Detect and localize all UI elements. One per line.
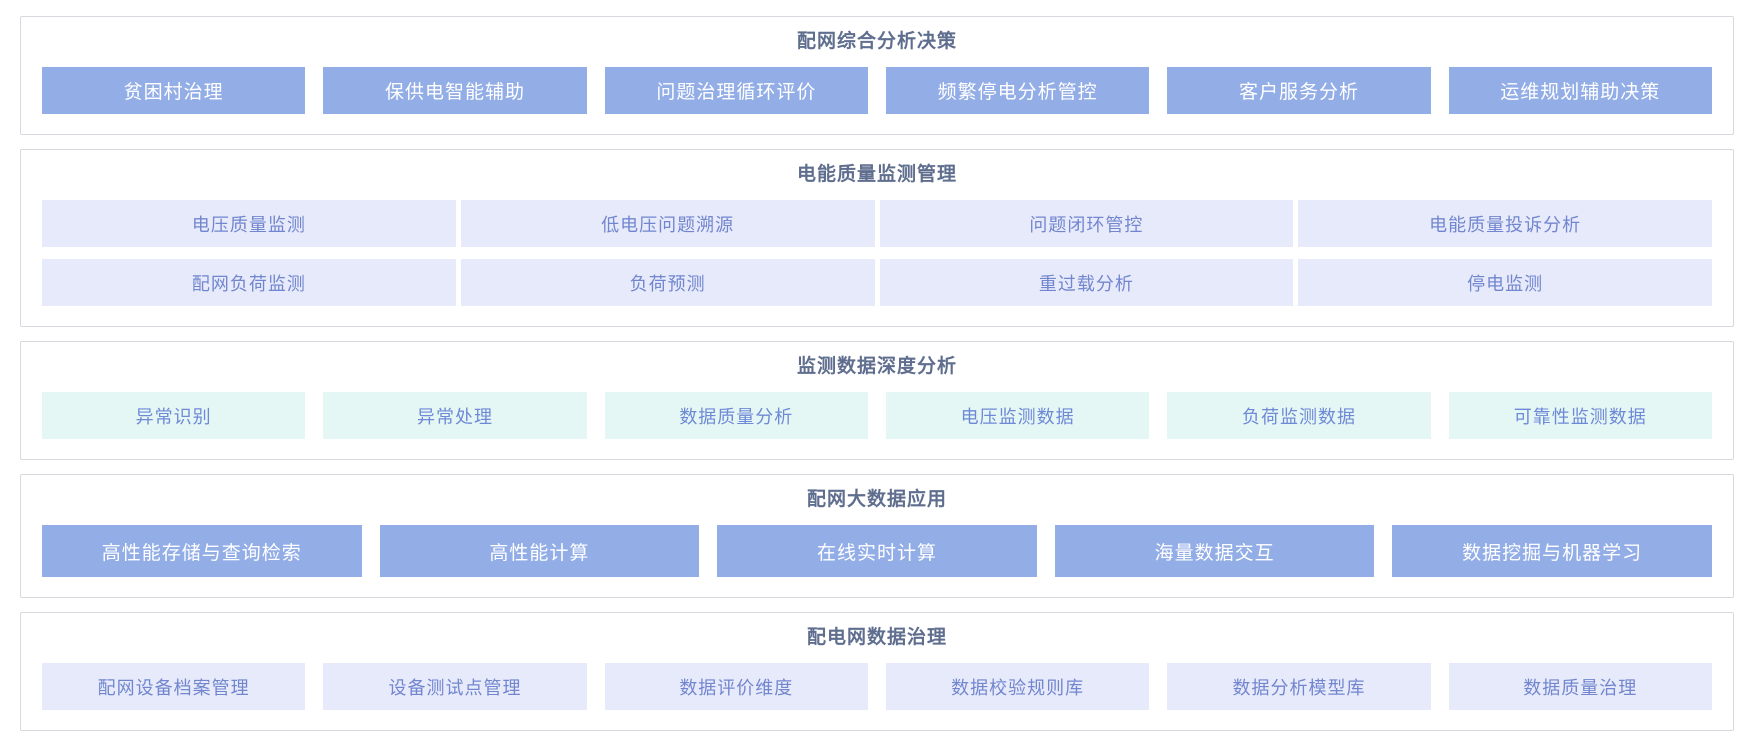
capability-matrix: 配网综合分析决策贫困村治理保供电智能辅助问题治理循环评价频繁停电分析管控客户服务…: [20, 16, 1734, 731]
tile-button[interactable]: 数据分析模型库: [1167, 663, 1431, 710]
button-row: 贫困村治理保供电智能辅助问题治理循环评价频繁停电分析管控客户服务分析运维规划辅助…: [42, 67, 1712, 114]
section-title-power-quality: 电能质量监测管理: [796, 164, 957, 185]
section-title-monitor-analysis: 监测数据深度分析: [796, 356, 957, 377]
tile-button[interactable]: 可靠性监测数据: [1448, 392, 1712, 439]
tile-button[interactable]: 问题治理循环评价: [604, 67, 868, 114]
section-title-governance: 配电网数据治理: [806, 627, 947, 648]
tile-button[interactable]: 数据质量分析: [604, 392, 868, 439]
tile-button[interactable]: 数据评价维度: [604, 663, 868, 710]
section-card-decision: 配网综合分析决策贫困村治理保供电智能辅助问题治理循环评价频繁停电分析管控客户服务…: [20, 16, 1734, 135]
section-card-power-quality: 电能质量监测管理电压质量监测低电压问题溯源问题闭环管控电能质量投诉分析配网负荷监…: [20, 149, 1734, 327]
tile-button[interactable]: 负荷监测数据: [1167, 392, 1431, 439]
tile-button[interactable]: 数据校验规则库: [885, 663, 1150, 710]
tile-button[interactable]: 高性能计算: [379, 525, 700, 577]
tile-button[interactable]: 海量数据交互: [1054, 525, 1375, 577]
tile-button[interactable]: 异常识别: [42, 392, 306, 439]
tile-button[interactable]: 高性能存储与查询检索: [42, 525, 362, 577]
section-card-monitor-analysis: 监测数据深度分析异常识别异常处理数据质量分析电压监测数据负荷监测数据可靠性监测数…: [20, 341, 1734, 460]
tile-button[interactable]: 重过载分析: [879, 259, 1294, 306]
tile-button[interactable]: 电压监测数据: [885, 392, 1150, 439]
button-row: 电压质量监测低电压问题溯源问题闭环管控电能质量投诉分析: [42, 200, 1712, 247]
button-row: 配网负荷监测负荷预测重过载分析停电监测: [42, 259, 1712, 306]
tile-button[interactable]: 客户服务分析: [1167, 67, 1431, 114]
tile-button[interactable]: 停电监测: [1298, 259, 1712, 306]
tile-button[interactable]: 贫困村治理: [42, 67, 306, 114]
tile-button[interactable]: 保供电智能辅助: [323, 67, 587, 114]
tile-button[interactable]: 异常处理: [323, 392, 587, 439]
button-row: 异常识别异常处理数据质量分析电压监测数据负荷监测数据可靠性监测数据: [42, 392, 1712, 439]
tile-button[interactable]: 电能质量投诉分析: [1298, 200, 1712, 247]
tile-button[interactable]: 配网负荷监测: [42, 259, 456, 306]
section-card-bigdata: 配网大数据应用高性能存储与查询检索高性能计算在线实时计算海量数据交互数据挖掘与机…: [20, 474, 1734, 598]
tile-button[interactable]: 在线实时计算: [717, 525, 1037, 577]
section-title-decision: 配网综合分析决策: [796, 31, 957, 52]
section-card-governance: 配电网数据治理配网设备档案管理设备测试点管理数据评价维度数据校验规则库数据分析模…: [20, 612, 1734, 731]
tile-button[interactable]: 配网设备档案管理: [42, 663, 306, 710]
button-row: 配网设备档案管理设备测试点管理数据评价维度数据校验规则库数据分析模型库数据质量治…: [42, 663, 1712, 710]
tile-button[interactable]: 负荷预测: [460, 259, 875, 306]
tile-button[interactable]: 电压质量监测: [42, 200, 456, 247]
button-row: 高性能存储与查询检索高性能计算在线实时计算海量数据交互数据挖掘与机器学习: [42, 525, 1712, 577]
tile-button[interactable]: 数据挖掘与机器学习: [1392, 525, 1712, 577]
tile-button[interactable]: 问题闭环管控: [879, 200, 1294, 247]
tile-button[interactable]: 频繁停电分析管控: [885, 67, 1150, 114]
tile-button[interactable]: 低电压问题溯源: [460, 200, 875, 247]
section-title-bigdata: 配网大数据应用: [806, 489, 947, 510]
tile-button[interactable]: 数据质量治理: [1448, 663, 1712, 710]
tile-button[interactable]: 设备测试点管理: [323, 663, 587, 710]
tile-button[interactable]: 运维规划辅助决策: [1448, 67, 1712, 114]
